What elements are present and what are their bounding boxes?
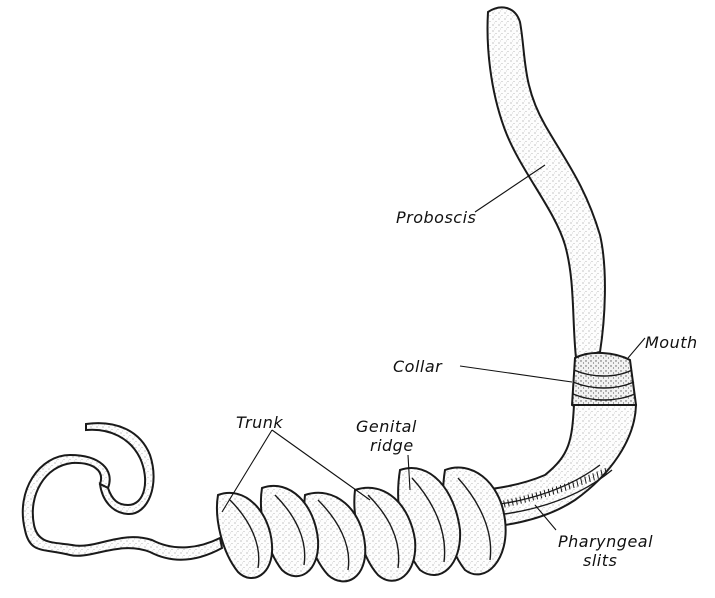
collar-shape — [572, 353, 636, 412]
trunk-coils — [217, 467, 506, 581]
label-trunk: Trunk — [236, 413, 283, 432]
label-proboscis: Proboscis — [396, 208, 476, 227]
label-genital: Genital — [356, 417, 417, 436]
label-slits: slits — [583, 551, 617, 570]
label-collar: Collar — [393, 357, 443, 376]
label-pharyngeal: Pharyngeal — [558, 532, 653, 551]
tail — [23, 423, 222, 560]
leader-mouth — [628, 338, 645, 358]
proboscis-shape — [488, 7, 605, 358]
leader-proboscis — [475, 165, 545, 212]
label-ridge: ridge — [370, 436, 414, 455]
label-mouth: Mouth — [645, 333, 698, 352]
leader-collar — [460, 366, 572, 382]
